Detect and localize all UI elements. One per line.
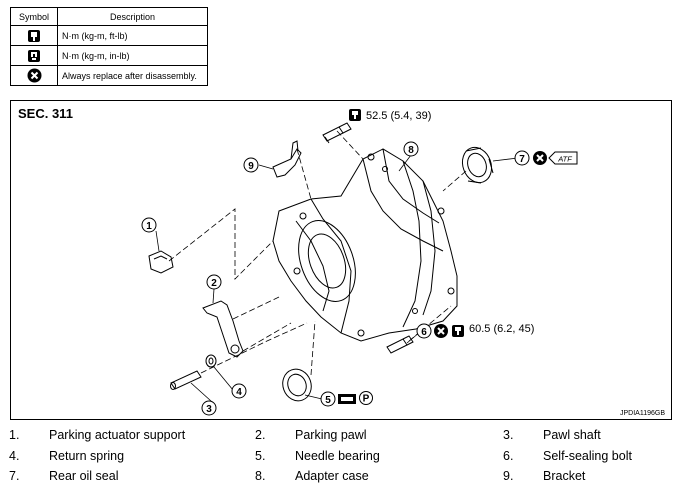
always-replace-icon [434, 324, 448, 338]
callout-label-9: 9 [248, 161, 254, 172]
always-replace-icon [533, 151, 547, 165]
grease-icon [338, 394, 356, 404]
callout-label-7: 7 [519, 154, 525, 165]
figure-code: JPDIA1196GB [619, 410, 665, 417]
legend-text-always-replace: Always replace after disassembly. [57, 65, 208, 86]
torque-wrench-small-icon [10, 45, 58, 66]
parts-row: 7.Rear oil seal 8.Adapter case 9.Bracket [9, 469, 679, 490]
legend-text-torque-in-lb: N·m (kg-m, in-lb) [57, 45, 208, 66]
parking-actuator-support-part [148, 250, 174, 274]
list-item: 2.Parking pawl [255, 428, 367, 442]
list-item: 9.Bracket [503, 469, 586, 483]
legend-header-symbol: Symbol [10, 7, 58, 26]
list-item: 3.Pawl shaft [503, 428, 601, 442]
adapter-case-outline [272, 148, 458, 342]
callout-label-6: 6 [421, 327, 427, 338]
exploded-view-figure: SEC. 311 [10, 100, 672, 420]
parking-pawl-part [202, 300, 244, 358]
top-bolt-part [322, 122, 352, 144]
always-replace-icon [10, 65, 58, 86]
bracket-part [272, 140, 302, 178]
parts-list: 1.Parking actuator support 2.Parking paw… [9, 428, 679, 490]
needle-bearing-part [282, 368, 312, 402]
torque-value-bolt: 60.5 (6.2, 45) [469, 323, 535, 335]
pawl-shaft-part [170, 370, 202, 390]
callout-circle-7 [514, 150, 530, 166]
torque-value-top: 52.5 (5.4, 39) [366, 110, 432, 122]
section-title: SEC. 311 [18, 106, 73, 121]
legend-text-torque-ft-lb: N·m (kg-m, ft-lb) [57, 25, 208, 46]
callout-circle-6 [416, 323, 432, 339]
return-spring-part [205, 354, 217, 368]
list-item: 6.Self-sealing bolt [503, 448, 632, 463]
parts-row: 1.Parking actuator support 2.Parking paw… [9, 428, 679, 449]
parts-row: 4.Return spring 5.Needle bearing 6.Self-… [9, 449, 679, 470]
list-item: 1.Parking actuator support [9, 428, 186, 442]
callout-label-3: 3 [206, 404, 212, 415]
rear-oil-seal-part [461, 146, 494, 184]
self-sealing-bolt-part [386, 335, 414, 354]
callout-circle-9 [243, 157, 259, 173]
torque-wrench-icon [10, 25, 58, 46]
torque-wrench-icon [349, 109, 361, 121]
symbol-legend-table: Symbol Description N·m (kg-m, ft-lb) N·m… [10, 7, 208, 86]
callout-label-2: 2 [211, 278, 217, 289]
adapter-case-drawing: 1 2 3 4 5 6 7 8 9 ATF [141, 109, 578, 416]
callout-label-5: 5 [325, 395, 331, 406]
atf-fluid-icon: ATF [548, 151, 578, 165]
callout-circle-8 [403, 141, 419, 157]
petroleum-label: P [363, 394, 370, 405]
list-item: 8.Adapter case [255, 469, 369, 483]
legend-header-description: Description [57, 7, 208, 26]
callout-label-4: 4 [236, 387, 242, 398]
callout-label-1: 1 [146, 221, 152, 232]
callout-circle-1 [141, 217, 157, 233]
list-item: 4.Return spring [9, 448, 125, 463]
callout-label-8: 8 [408, 145, 414, 156]
callout-circle-5 [320, 391, 336, 407]
petroleum-jelly-icon: P [359, 391, 373, 405]
torque-wrench-icon [452, 325, 464, 337]
callout-circle-3 [201, 400, 217, 416]
callout-circle-4 [231, 383, 247, 399]
list-item: 7.Rear oil seal [9, 469, 119, 483]
atf-label: ATF [557, 155, 572, 164]
callout-circle-2 [206, 274, 222, 290]
list-item: 5.Needle bearing [255, 448, 380, 463]
